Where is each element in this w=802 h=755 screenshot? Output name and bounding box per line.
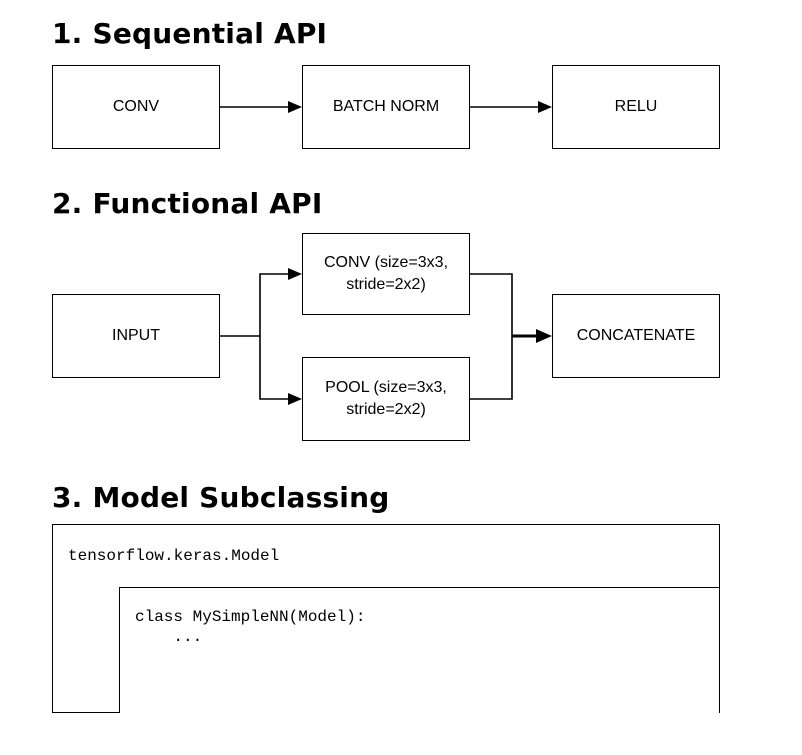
sequential-relu-node: RELU [552, 65, 720, 149]
sequential-batch-norm-label: BATCH NORM [332, 98, 440, 116]
functional-concatenate-node: CONCATENATE [552, 294, 720, 378]
subclass-container: class MySimpleNN(Model): ... [119, 587, 719, 713]
functional-pool-label: POOL (size=3x3, stride=2x2) [325, 379, 447, 418]
section-title-model-subclassing: 3. Model Subclassing [52, 481, 390, 514]
sequential-conv-node: CONV [52, 65, 220, 149]
functional-conv-label: CONV (size=3x3, stride=2x2) [323, 254, 449, 293]
wire-conv-to-merge [470, 273, 513, 336]
functional-concatenate-label: CONCATENATE [576, 327, 696, 345]
section-title-sequential-api: 1. Sequential API [52, 17, 328, 50]
keras-model-label: tensorflow.keras.Model [68, 547, 280, 565]
wire-pool-to-merge [470, 336, 513, 400]
arrowhead-batch-norm [288, 101, 302, 113]
functional-input-node: INPUT [52, 294, 220, 378]
keras-model-container: tensorflow.keras.Model class MySimpleNN(… [52, 524, 720, 713]
arrow-input-to-pool [259, 336, 290, 400]
subclass-code-line-2: ... [135, 628, 203, 646]
section-title-functional-api: 2. Functional API [52, 187, 323, 220]
arrow-input-to-conv [259, 273, 290, 336]
arrowhead-relu [538, 101, 552, 113]
arrowhead-conv [288, 268, 302, 280]
functional-pool-node: POOL (size=3x3, stride=2x2) [302, 357, 470, 441]
arrowhead-concatenate [536, 329, 552, 343]
sequential-batch-norm-node: BATCH NORM [302, 65, 470, 149]
sequential-conv-label: CONV [112, 98, 160, 116]
sequential-relu-label: RELU [614, 98, 658, 116]
arrowhead-pool [288, 393, 302, 405]
functional-input-label: INPUT [112, 327, 160, 345]
functional-conv-node: CONV (size=3x3, stride=2x2) [302, 233, 470, 315]
subclass-code-line-1: class MySimpleNN(Model): [135, 608, 366, 626]
